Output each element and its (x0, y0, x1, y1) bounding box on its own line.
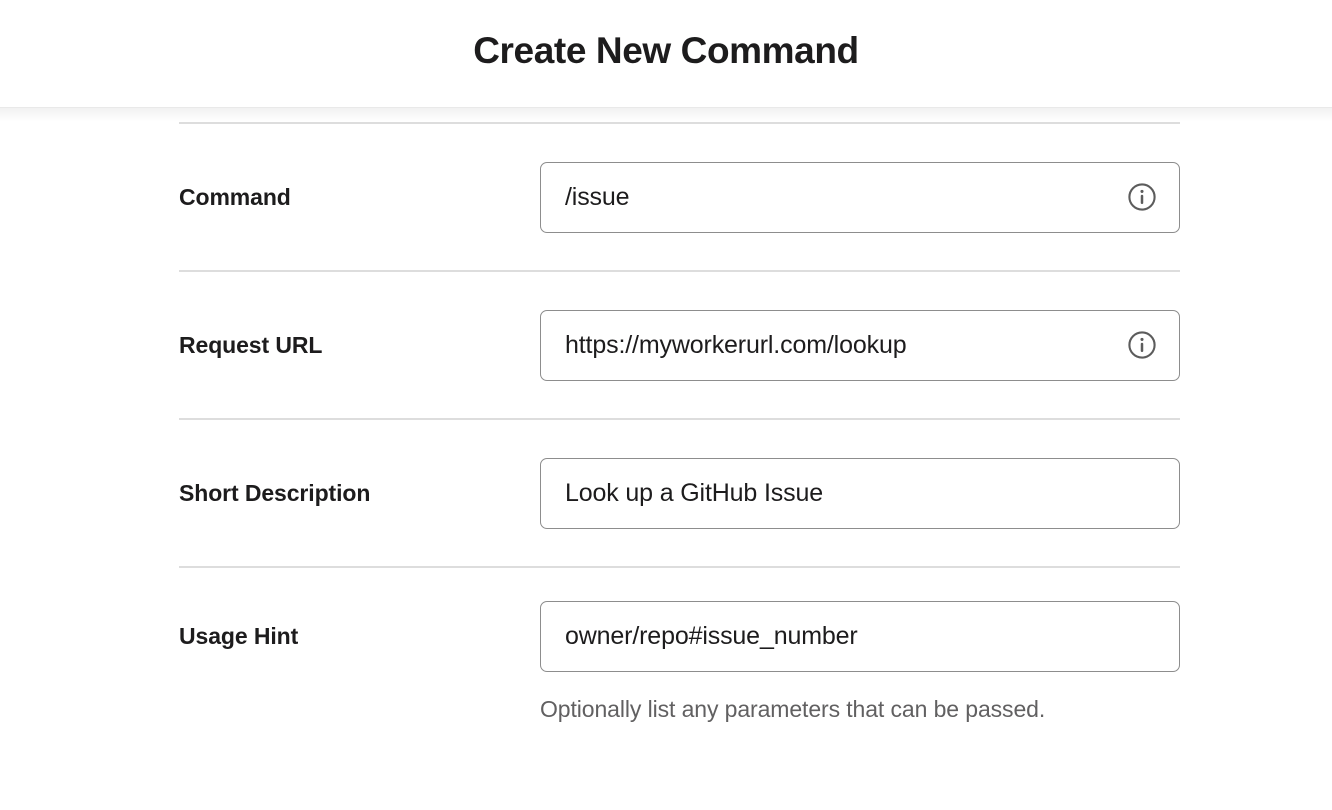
label-request-url: Request URL (179, 331, 323, 358)
short-description-input-value: Look up a GitHub Issue (565, 480, 823, 506)
form-row-usage-hint: Usage Hint owner/repo#issue_number Optio… (179, 568, 1180, 756)
create-command-form: Command /issue Request URL https://mywor… (179, 122, 1180, 756)
label-command: Command (179, 183, 291, 210)
form-row-command: Command /issue (179, 124, 1180, 270)
label-short-description: Short Description (179, 479, 371, 506)
row-divider-3 (179, 566, 1180, 568)
field-wrap-command: /issue (540, 124, 1180, 270)
field-wrap-usage-hint: owner/repo#issue_number (540, 568, 1180, 704)
form-row-request-url: Request URL https://myworkerurl.com/look… (179, 272, 1180, 418)
row-divider-top (179, 122, 1180, 124)
row-divider-2 (179, 418, 1180, 420)
usage-hint-helper-text: Optionally list any parameters that can … (540, 696, 1046, 722)
request-url-input[interactable]: https://myworkerurl.com/lookup (540, 309, 1180, 381)
form-row-short-description: Short Description Look up a GitHub Issue (179, 420, 1180, 566)
short-description-input[interactable]: Look up a GitHub Issue (540, 457, 1180, 529)
field-wrap-request-url: https://myworkerurl.com/lookup (540, 272, 1180, 418)
page-title: Create New Command (473, 30, 859, 71)
label-usage-hint: Usage Hint (179, 622, 299, 649)
info-circle-icon[interactable] (1127, 330, 1157, 360)
header-shadow (0, 108, 1332, 122)
row-divider-1 (179, 270, 1180, 272)
command-input-value: /issue (565, 184, 630, 210)
usage-hint-input[interactable]: owner/repo#issue_number (540, 600, 1180, 672)
dialog-header: Create New Command (0, 0, 1332, 108)
field-wrap-short-description: Look up a GitHub Issue (540, 420, 1180, 566)
usage-hint-input-value: owner/repo#issue_number (565, 623, 858, 649)
request-url-input-value: https://myworkerurl.com/lookup (565, 332, 907, 358)
info-circle-icon[interactable] (1127, 182, 1157, 212)
command-input[interactable]: /issue (540, 161, 1180, 233)
